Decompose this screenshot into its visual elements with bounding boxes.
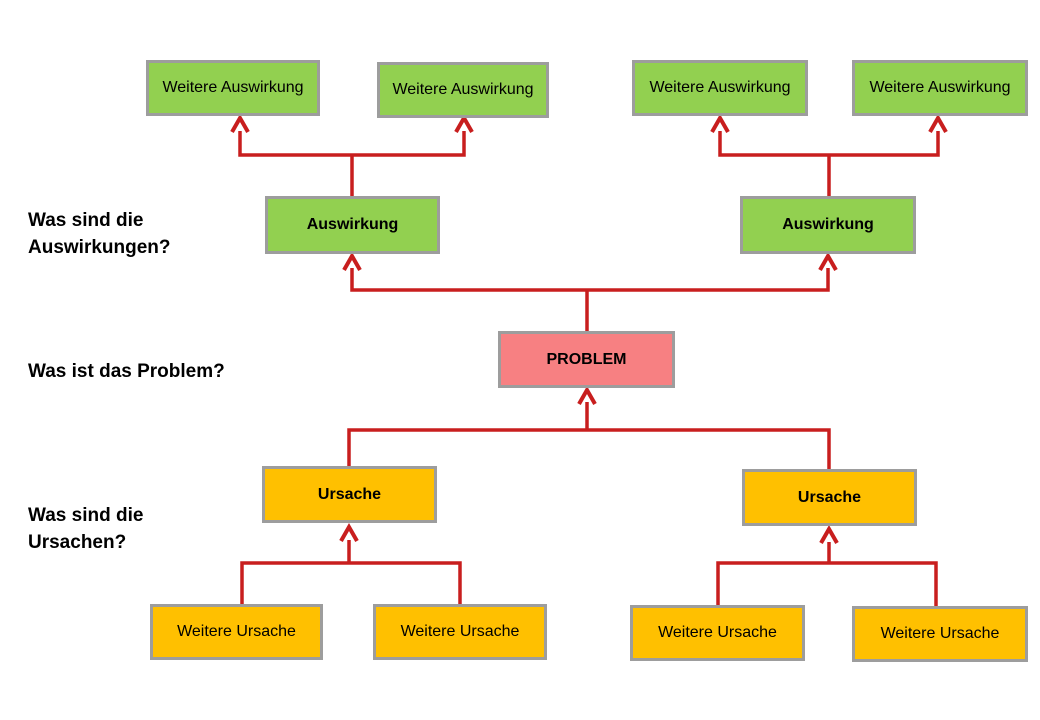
connector-bracket-further-causes-right (716, 561, 938, 606)
node-further-effect-3: Weitere Auswirkung (632, 60, 808, 116)
connector-arrowhead-effect-right (818, 251, 838, 271)
node-further-effect-4: Weitere Auswirkung (852, 60, 1028, 116)
connector-bracket-further-causes-left (240, 561, 462, 605)
connector-arrowhead-cause-right (819, 524, 839, 544)
connector-arrowhead-effect-left (342, 251, 362, 271)
node-problem: PROBLEM (498, 331, 675, 388)
node-further-cause-1: Weitere Ursache (150, 604, 323, 660)
connector-bracket-further-effects-left (238, 131, 466, 157)
connector-bracket-effects (350, 268, 830, 292)
node-further-effect-2: Weitere Auswirkung (377, 62, 549, 118)
node-effect-right: Auswirkung (740, 196, 916, 254)
connector-arrowhead-further-effect-3 (710, 113, 730, 133)
node-effect-left: Auswirkung (265, 196, 440, 254)
question-effects: Was sind die Auswirkungen? (28, 210, 171, 258)
connector-arrowhead-further-effect-1 (230, 113, 250, 133)
question-causes: Was sind die Ursachen? (28, 505, 144, 553)
connector-arrowhead-further-effect-2 (454, 113, 474, 133)
node-further-cause-2: Weitere Ursache (373, 604, 547, 660)
node-further-cause-3: Weitere Ursache (630, 605, 805, 661)
connector-bracket-causes (347, 428, 831, 470)
node-further-cause-4: Weitere Ursache (852, 606, 1028, 662)
question-problem: Was ist das Problem? (28, 361, 225, 382)
connector-arrowhead-problem (577, 385, 597, 405)
node-cause-left: Ursache (262, 466, 437, 523)
connector-arrowhead-cause-left (339, 522, 359, 542)
connector-arrowhead-further-effect-4 (928, 113, 948, 133)
node-cause-right: Ursache (742, 469, 917, 526)
node-further-effect-1: Weitere Auswirkung (146, 60, 320, 116)
connector-bracket-further-effects-right (718, 131, 940, 157)
